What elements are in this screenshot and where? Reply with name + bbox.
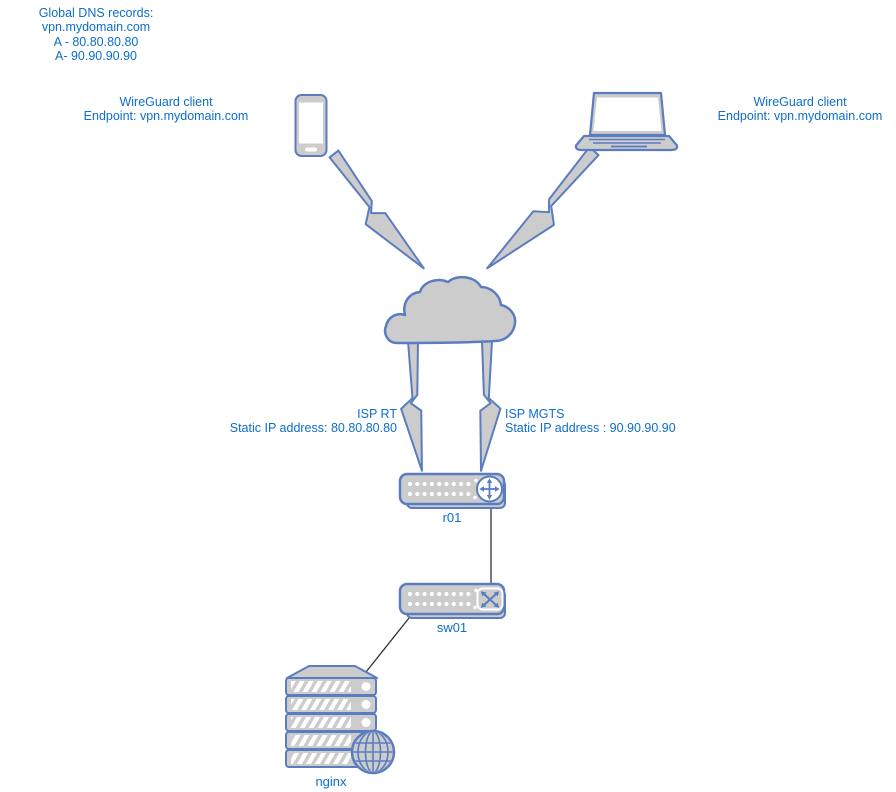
isp-name: ISP MGTS bbox=[505, 407, 565, 421]
isp-name: ISP RT bbox=[357, 407, 397, 421]
dns-line: A- 90.90.90.90 bbox=[54, 48, 137, 63]
lightning-link-laptop-to-cloud bbox=[482, 145, 610, 284]
client-title: WireGuard client bbox=[119, 95, 213, 109]
internet-cloud-icon bbox=[383, 275, 517, 345]
isp-static-ip: Static IP address : 90.90.90.90 bbox=[505, 421, 676, 436]
dns-line: Global DNS records: bbox=[38, 6, 154, 20]
router-symbol-icon bbox=[476, 475, 503, 503]
router-label: r01 bbox=[442, 510, 462, 525]
client-endpoint: Endpoint: vpn.mydomain.com bbox=[83, 109, 249, 124]
globe-icon bbox=[350, 729, 396, 775]
client-title: WireGuard client bbox=[753, 95, 847, 109]
switch-label: sw01 bbox=[436, 620, 468, 635]
wireguard-client-left-label: WireGuard client Endpoint: vpn.mydomain.… bbox=[83, 95, 249, 124]
server-rack-icon bbox=[285, 665, 396, 775]
switch-ports bbox=[407, 588, 478, 610]
wireguard-client-right-label: WireGuard client Endpoint: vpn.mydomain.… bbox=[712, 95, 888, 124]
isp-static-ip: Static IP address: 80.80.80.80 bbox=[229, 421, 397, 436]
client-endpoint: Endpoint: vpn.mydomain.com bbox=[717, 109, 883, 124]
lightning-link-isp-mgts bbox=[476, 339, 504, 473]
dns-line: A - 80.80.80.80 bbox=[53, 34, 139, 49]
lightning-link-isp-rt bbox=[396, 339, 427, 473]
cable-switch-to-server bbox=[365, 612, 414, 673]
router-icon bbox=[398, 472, 506, 509]
server-lid bbox=[286, 665, 378, 679]
dns-records-note: Global DNS records: vpn.mydomain.com A -… bbox=[30, 6, 162, 63]
switch-symbol-icon bbox=[476, 587, 504, 611]
dns-line: vpn.mydomain.com bbox=[41, 20, 151, 35]
server-label: nginx bbox=[315, 774, 347, 789]
laptop-icon bbox=[574, 91, 679, 152]
switch-icon bbox=[398, 582, 506, 619]
smartphone-icon bbox=[294, 94, 328, 157]
isp-rt-label: ISP RT Static IP address: 80.80.80.80 bbox=[217, 407, 397, 436]
lightning-link-phone-to-cloud bbox=[318, 149, 429, 282]
isp-mgts-label: ISP MGTS Static IP address : 90.90.90.90 bbox=[505, 407, 695, 436]
router-ports bbox=[407, 478, 478, 500]
